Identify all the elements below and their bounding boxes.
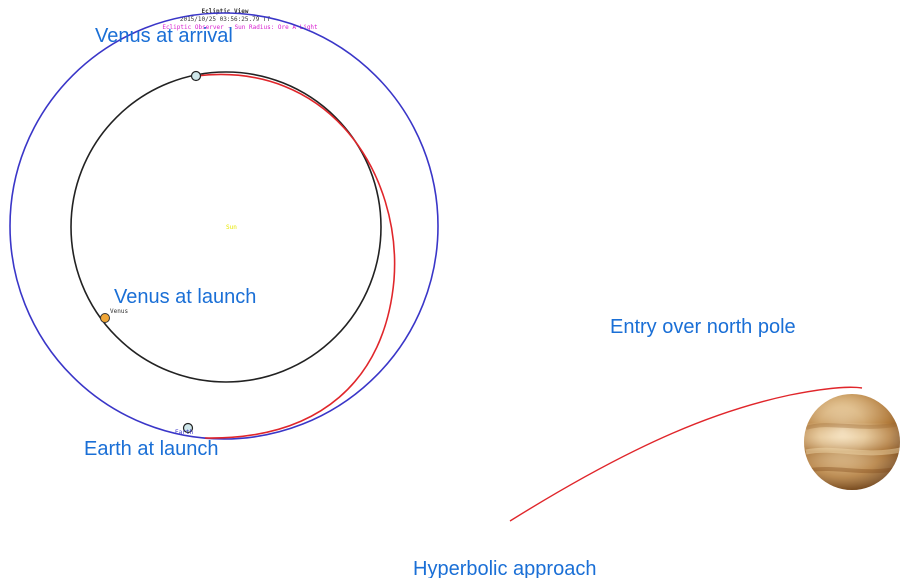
earth-marker-tag: Earth: [175, 429, 193, 436]
venus-orbit: [70, 71, 382, 383]
label-hyperbolic-approach: Hyperbolic approach: [413, 558, 596, 578]
venus-arrival-marker-icon: [190, 70, 202, 82]
venus-launch-marker-icon: [100, 313, 110, 323]
label-venus-at-arrival: Venus at arrival: [95, 25, 233, 47]
sun-label: Sun: [226, 224, 237, 231]
earth-orbit: [9, 12, 439, 440]
transfer-trajectory: [195, 73, 396, 439]
label-earth-at-launch: Earth at launch: [84, 438, 219, 460]
label-venus-at-launch: Venus at launch: [114, 286, 256, 308]
orbit-header-subtitle: Ecliptic Observer - Sun Radius: Ore A Li…: [162, 24, 318, 31]
venus-planet-icon: [804, 394, 900, 490]
orbit-header-title: Ecliptic View: [202, 8, 249, 15]
earth-launch-marker-icon: [182, 422, 194, 434]
orbit-header-date: 2015/10/25 03:56:25.79 TT: [180, 16, 271, 23]
label-entry-over-north-pole: Entry over north pole: [610, 316, 796, 338]
hyperbolic-approach-path: [509, 386, 863, 522]
venus-marker-tag: Venus: [110, 308, 128, 315]
